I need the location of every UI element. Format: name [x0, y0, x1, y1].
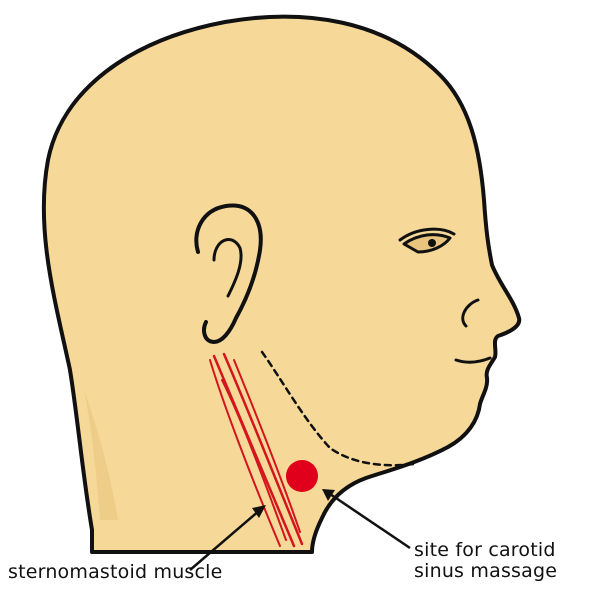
carotid-label-line-2: sinus massage [414, 561, 557, 582]
head-silhouette [44, 17, 519, 552]
carotid-site-marker [286, 460, 318, 492]
site-pointer-arrow [322, 489, 410, 548]
pupil [428, 239, 436, 247]
carotid-sinus-massage-label: site for carotid sinus massage [414, 540, 557, 582]
carotid-label-line-1: site for carotid [414, 540, 557, 561]
sternomastoid-muscle-label: sternomastoid muscle [8, 562, 223, 583]
